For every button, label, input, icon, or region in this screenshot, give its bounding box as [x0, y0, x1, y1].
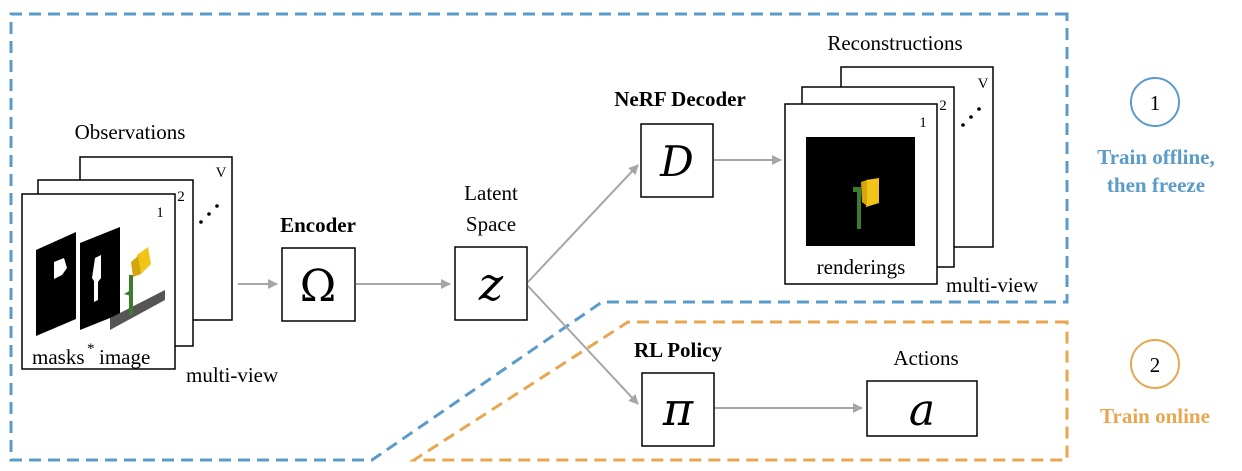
- policy-symbol: π: [662, 382, 694, 436]
- decoder-title: NeRF Decoder: [614, 87, 746, 111]
- reconstruction-frame-index-1: 1: [919, 115, 927, 131]
- reconstruction-frame-index-v: V: [978, 76, 989, 92]
- offline-training-region: [9, 12, 1069, 462]
- stage-2-legend: 2 Train online: [1100, 339, 1210, 428]
- stage-2-label-line1: Train online: [1100, 404, 1210, 428]
- stage-1-label-line2: then freeze: [1107, 173, 1205, 197]
- online-training-region: [408, 320, 1069, 462]
- image-thumbnail: [110, 247, 165, 330]
- caption-star: *: [87, 341, 95, 357]
- observation-frame-index-1: 1: [156, 205, 164, 221]
- mask-thumbnails: [36, 227, 120, 336]
- caption-image: image: [99, 345, 150, 369]
- rendering-thumbnail: [806, 137, 915, 246]
- observation-caption: masks * image: [32, 341, 150, 369]
- stage-2-number: 2: [1150, 353, 1161, 377]
- observations-ellipsis-icon: [199, 204, 219, 224]
- stage-1-legend: 1 Train offline, then freeze: [1097, 77, 1215, 197]
- actions-title: Actions: [893, 346, 958, 370]
- latent-title-line2: Space: [466, 212, 516, 236]
- observations-multi-view-label: multi-view: [186, 363, 279, 387]
- reconstructions-ellipsis-icon: [961, 107, 981, 127]
- decoder-box: [640, 123, 714, 198]
- observations-title: Observations: [75, 120, 186, 144]
- encoder-title: Encoder: [280, 213, 356, 237]
- actions-symbol: a: [909, 385, 935, 436]
- actions-box: [866, 380, 978, 437]
- flow-arrows: [238, 155, 863, 413]
- latent-symbol: z: [478, 257, 504, 311]
- decoder-symbol: D: [659, 137, 694, 186]
- arrow-latent-to-decoder: [527, 164, 639, 283]
- policy-box: [641, 372, 715, 447]
- renderings-caption: renderings: [817, 255, 906, 279]
- stage-1-number: 1: [1150, 91, 1161, 115]
- stage-2-badge: [1130, 339, 1180, 389]
- latent-title-line1: Latent: [464, 181, 518, 205]
- observation-frame-index-v: V: [216, 165, 227, 181]
- stage-1-label-line1: Train offline,: [1097, 145, 1214, 169]
- reconstruction-frame-index-2: 2: [939, 98, 947, 114]
- encoder-symbol: Ω: [300, 261, 336, 312]
- reconstructions-title: Reconstructions: [827, 31, 962, 55]
- latent-box: [454, 246, 528, 321]
- reconstructions-multi-view-label: multi-view: [946, 273, 1039, 297]
- stage-1-badge: [1130, 77, 1180, 127]
- observation-frame-index-2: 2: [177, 189, 185, 205]
- caption-masks: masks: [32, 345, 85, 369]
- encoder-box: [281, 247, 356, 322]
- policy-title: RL Policy: [634, 338, 723, 362]
- arrow-latent-to-policy: [527, 285, 639, 405]
